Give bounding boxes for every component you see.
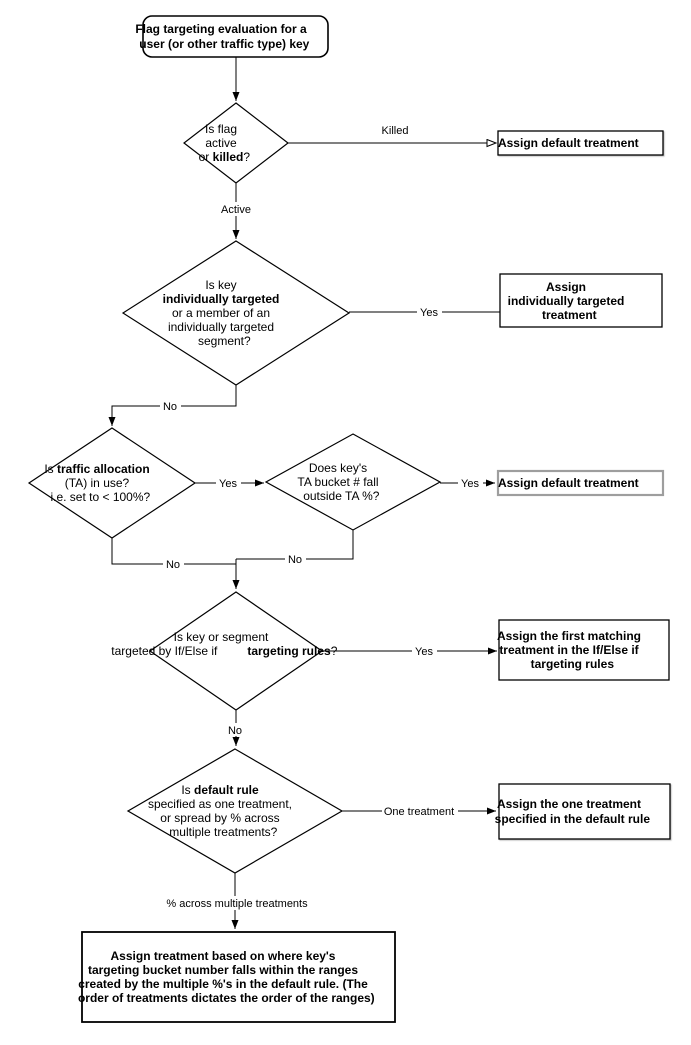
node-assign-individual-shape xyxy=(499,273,663,328)
node-d2-shape xyxy=(121,240,351,386)
node-assign-default-2-shape xyxy=(496,469,665,497)
edge-d4-no xyxy=(236,530,354,560)
node-assign-one-treatment: Assign the one treatment specified in th… xyxy=(495,783,671,840)
node-assign-one-shape xyxy=(498,783,671,840)
edge-d3-no xyxy=(111,538,236,565)
edge-d2-no-label-bg xyxy=(160,399,181,412)
edge-d6-multi-label: % across multiple treatments xyxy=(166,898,308,910)
edge-d3-no-label-bg xyxy=(163,557,184,570)
node-decision-default-rule: Is default rule specified as one treatme… xyxy=(0,0,344,874)
node-decision-active-or-killed: Is flag active or killed? xyxy=(0,0,289,184)
edge-d5-yes-label-bg xyxy=(412,644,437,657)
node-start-shape xyxy=(142,15,329,58)
node-decision-targeting-rules: Is key or segment targeted by If/Else if… xyxy=(0,0,361,711)
node-assign-one-label: Assign the one treatment specified in th… xyxy=(495,797,651,826)
edge-d5-yes-label: Yes xyxy=(415,646,433,658)
edge-d2-no-label: No xyxy=(163,401,177,413)
node-assign-default-treatment-1: Assign default treatment xyxy=(0,0,664,156)
edge-d2-yes-label-bg xyxy=(417,305,442,318)
edge-active-label: Active xyxy=(221,204,251,216)
node-assign-ranges-shape xyxy=(81,931,396,1023)
edge-active-label-bg xyxy=(218,202,254,216)
edge-d6-one-label: One treatment xyxy=(384,806,454,818)
node-d4-shape xyxy=(264,433,442,531)
edge-killed-label-bg xyxy=(378,123,412,137)
edge-d5-no-label-bg xyxy=(225,723,246,736)
node-d1-shape xyxy=(183,102,289,184)
node-assign-default-1-shape xyxy=(497,130,664,156)
node-assign-first-matching: Assign the first matching treatment in t… xyxy=(497,619,670,681)
edge-d4-yes-label: Yes xyxy=(461,478,479,490)
node-assign-first-matching-label: Assign the first matching treatment in t… xyxy=(497,629,641,671)
edge-d3-no-label: No xyxy=(166,559,180,571)
node-assign-individual-label: Assign individually targeted treatment xyxy=(0,0,654,322)
node-d2-label: Is key individually targeted or a member… xyxy=(0,0,309,348)
node-decision-individually-targeted: Is key individually targeted or a member… xyxy=(0,0,351,386)
node-start-label: Flag targeting evaluation for a user (or… xyxy=(0,0,337,51)
node-assign-ranges-label: Assign treatment based on where key's ta… xyxy=(78,949,375,1005)
nodes-layer: Flag targeting evaluation for a user (or… xyxy=(0,0,671,1023)
node-decision-traffic-allocation: Is traffic allocation (TA) in use? i.e. … xyxy=(0,0,197,539)
edge-killed-label: Killed xyxy=(382,125,409,137)
edge-d4-yes-label-bg xyxy=(458,476,483,489)
edge-d4-no-label-bg xyxy=(285,552,306,565)
node-d1-label: Is flag active or killed? xyxy=(0,0,273,164)
edge-d2-yes-label: Yes xyxy=(420,307,438,319)
edge-labels-layer: Killed Active Yes No Yes Yes No No Yes N… xyxy=(160,123,483,910)
node-start: Flag targeting evaluation for a user (or… xyxy=(0,0,337,58)
node-assign-default-2-label: Assign default treatment xyxy=(0,0,662,490)
node-assign-ranges: Assign treatment based on where key's ta… xyxy=(78,931,396,1023)
node-d6-label: Is default rule specified as one treatme… xyxy=(0,0,322,839)
edge-d3-yes-label-bg xyxy=(216,476,241,489)
node-d5-shape xyxy=(148,591,324,711)
edge-d4-no-label: No xyxy=(288,554,302,566)
node-d3-label: Is traffic allocation (TA) in use? i.e. … xyxy=(0,0,180,504)
node-assign-default-treatment-2: Assign default treatment xyxy=(0,0,665,497)
node-assign-default-1-label: Assign default treatment xyxy=(0,0,662,150)
node-d6-shape xyxy=(126,748,344,874)
edge-d3-yes-label: Yes xyxy=(219,478,237,490)
node-assign-first-matching-shape xyxy=(498,619,670,681)
node-d5-label: Is key or segment targeted by If/Else if… xyxy=(0,0,361,658)
edge-d5-no-label: No xyxy=(228,725,242,737)
edge-d6-multi-label-bg xyxy=(161,896,314,910)
node-d4-label: Does key's TA bucket # fall outside TA %… xyxy=(0,0,409,503)
node-decision-ta-bucket: Does key's TA bucket # fall outside TA %… xyxy=(0,0,442,531)
edge-d6-one-label-bg xyxy=(382,803,458,817)
node-assign-individually-targeted: Assign individually targeted treatment xyxy=(0,0,663,328)
node-d3-shape xyxy=(27,427,197,539)
